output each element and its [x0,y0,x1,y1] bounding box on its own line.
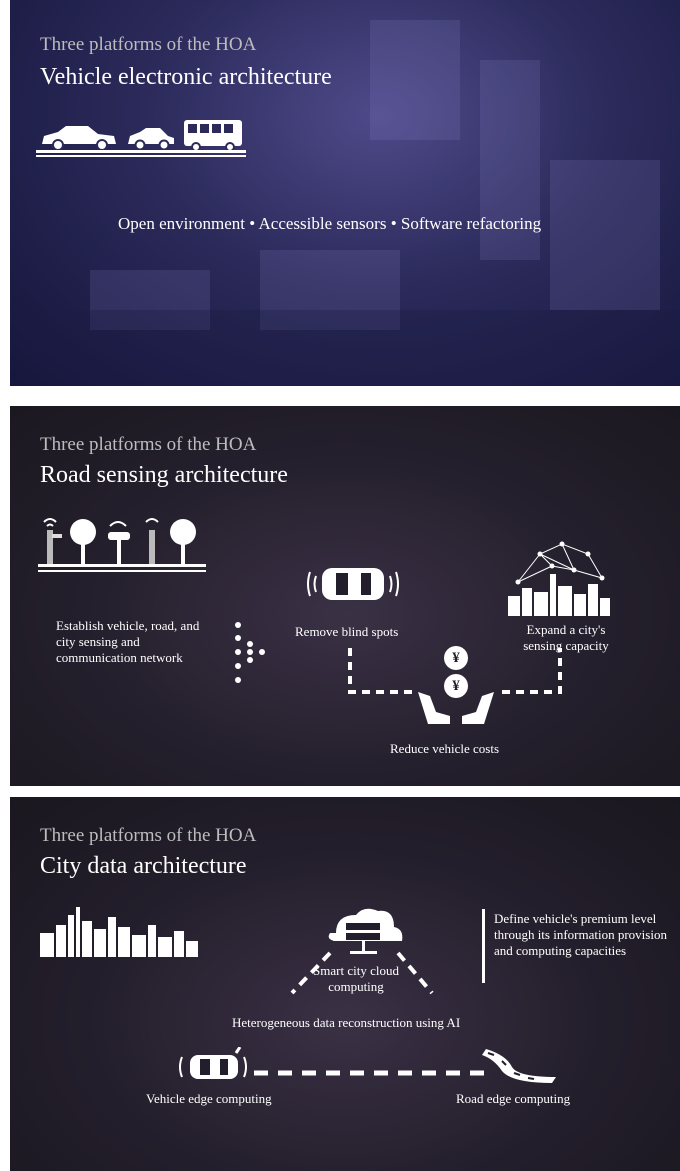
vehicle-edge-text: Vehicle edge computing [146,1091,272,1106]
panel-title: Road sensing architecture [40,462,288,488]
background-block [480,60,540,260]
expand-city-sensing-text: Expand a city's sensing capacity [523,622,609,653]
street-trees-icon [38,518,206,572]
tagline: Open environment • Accessible sensors • … [118,214,542,233]
smart-city-cloud-text: Smart city cloud computing [313,963,399,994]
cars-bus-icon [36,120,246,157]
car-sensor-icon [307,568,399,600]
panel-title: City data architecture [40,853,247,879]
city-skyline-icon [40,907,198,957]
vehicle-edge-car-icon [179,1047,247,1079]
road-edge-text: Road edge computing [456,1091,571,1106]
background-block [90,270,210,330]
yen-symbol-top: ¥ [452,650,460,666]
background-floor [10,310,680,386]
panel-subtitle: Three platforms of the HOA [40,825,257,846]
background-block [550,160,660,310]
road-sensing-panel: Three platforms of the HOA Road sensing … [10,406,680,786]
define-premium-text: Define vehicle's premium level through i… [494,911,667,958]
cloud-server-icon [290,908,434,995]
yen-symbol-bottom: ¥ [452,678,460,694]
dashed-link [254,1070,494,1076]
dotted-arrow [235,622,265,683]
establish-network-text: Establish vehicle, road, and city sensin… [56,618,200,665]
panel-subtitle: Three platforms of the HOA [40,34,257,55]
divider-bar [482,909,485,983]
heterogeneous-data-text: Heterogeneous data reconstruction using … [232,1015,461,1030]
background-block [260,250,400,330]
city-data-panel: Three platforms of the HOA City data arc… [10,797,680,1171]
panel-title: Vehicle electronic architecture [40,64,332,90]
background-block [370,20,460,140]
dashed-connector [348,648,562,694]
panel-subtitle: Three platforms of the HOA [40,434,257,455]
road-icon [482,1049,556,1083]
reduce-vehicle-costs-text: Reduce vehicle costs [390,741,500,756]
vehicle-architecture-panel: Three platforms of the HOA Vehicle elect… [10,0,680,386]
hands-yen-icon [418,646,494,724]
city-network-icon [508,541,610,616]
remove-blind-spots-text: Remove blind spots [295,624,399,639]
